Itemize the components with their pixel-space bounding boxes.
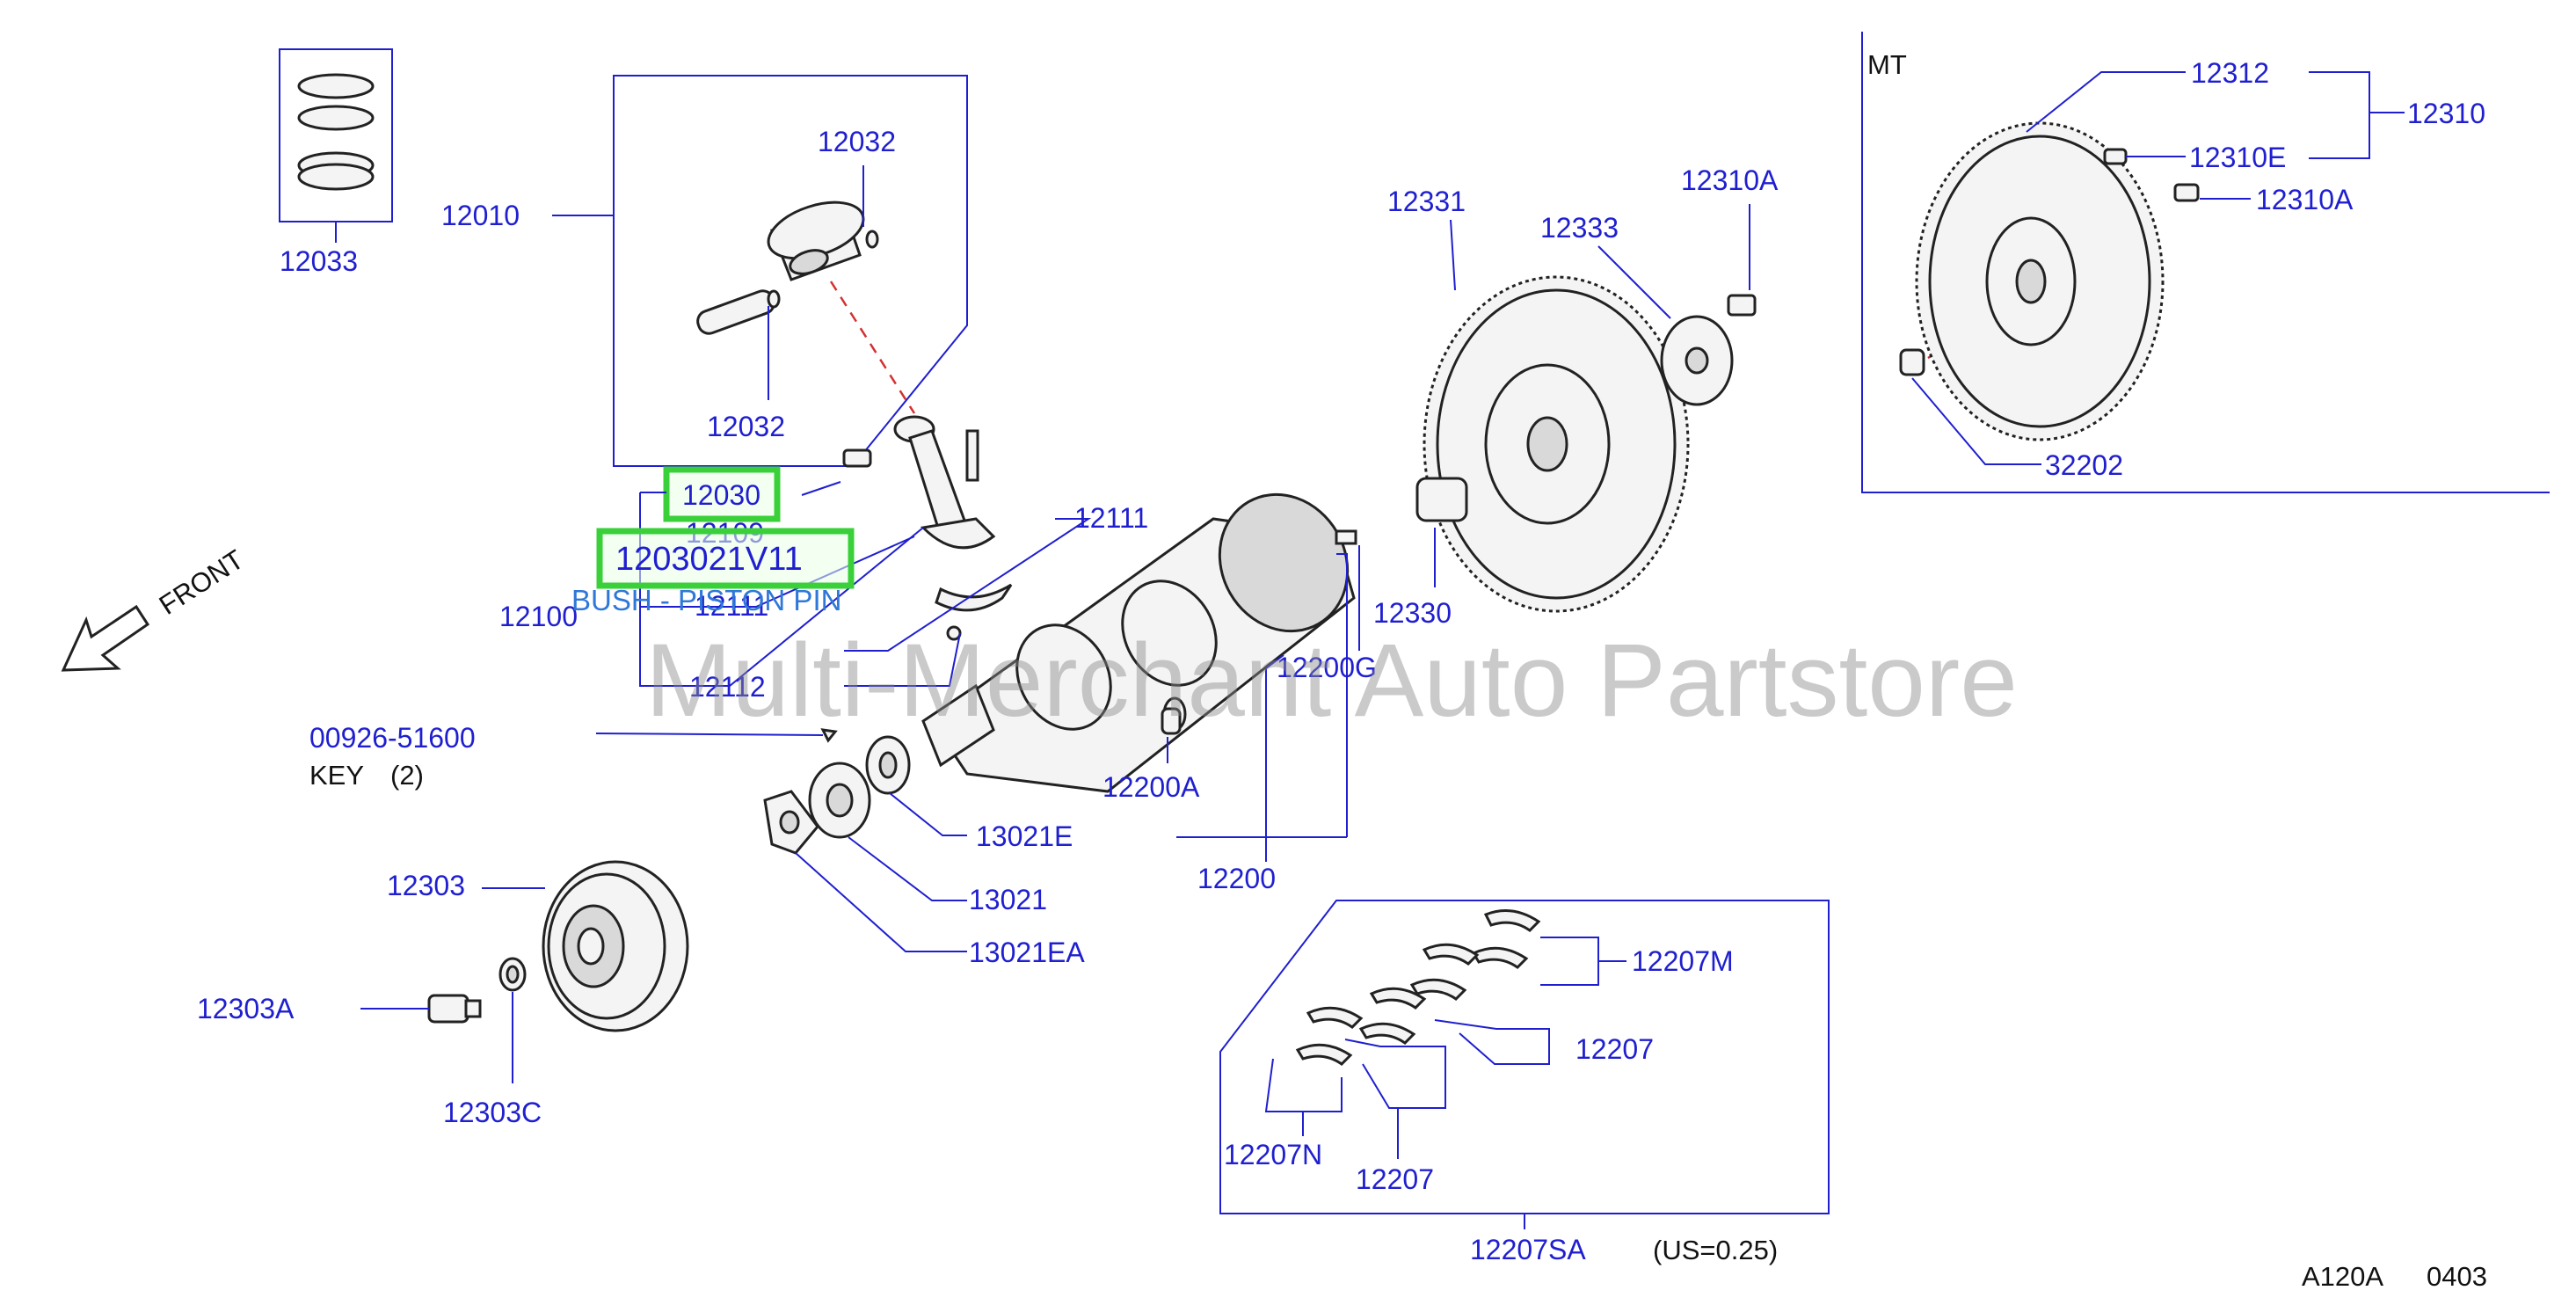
label-12200A[interactable]: 12200A bbox=[1102, 771, 1200, 803]
ref-num: 0403 bbox=[2427, 1261, 2487, 1292]
label-13021[interactable]: 13021 bbox=[969, 884, 1047, 915]
label-12100[interactable]: 12100 bbox=[499, 601, 578, 632]
label-12200G[interactable]: 12200G bbox=[1277, 652, 1377, 683]
piston-rings-drawing bbox=[297, 73, 375, 191]
crank-pulley-drawing bbox=[427, 860, 689, 1032]
label-12310[interactable]: 12310 bbox=[2407, 98, 2485, 129]
mt-frame bbox=[1861, 32, 2550, 493]
label-12032-top[interactable]: 12032 bbox=[818, 126, 896, 157]
label-12310A-mt[interactable]: 12310A bbox=[2256, 184, 2354, 215]
ref-code: A120A bbox=[2302, 1261, 2383, 1292]
label-12207SA[interactable]: 12207SA bbox=[1470, 1234, 1586, 1265]
label-13021E[interactable]: 13021E bbox=[976, 820, 1073, 852]
piston-drawing bbox=[696, 200, 879, 335]
piston-frame bbox=[613, 75, 968, 467]
label-12030[interactable]: 12030 bbox=[682, 479, 760, 511]
label-12207M[interactable]: 12207M bbox=[1632, 945, 1734, 977]
label-12303A[interactable]: 12303A bbox=[197, 993, 295, 1024]
leader-lines bbox=[335, 71, 2405, 1229]
mt-flywheel-drawing bbox=[1899, 121, 2200, 441]
label-12333[interactable]: 12333 bbox=[1540, 212, 1619, 244]
plug-drawing bbox=[1161, 707, 1182, 735]
main-bearings-drawing bbox=[1295, 909, 1541, 1066]
key-qty: (2) bbox=[390, 760, 424, 791]
front-arrow-icon bbox=[61, 604, 150, 672]
label-32202[interactable]: 32202 bbox=[2045, 449, 2123, 481]
highlight-box-12030 bbox=[663, 466, 781, 522]
label-12032-bottom[interactable]: 12032 bbox=[707, 411, 785, 442]
label-12303[interactable]: 12303 bbox=[387, 870, 465, 901]
highlight-partno[interactable]: 1203021V11 bbox=[615, 541, 803, 578]
label-12312[interactable]: 12312 bbox=[2191, 57, 2269, 89]
label-12010[interactable]: 12010 bbox=[441, 200, 520, 231]
label-12112[interactable]: 12112 bbox=[689, 671, 766, 703]
label-12111-overlap: 12111 bbox=[695, 590, 768, 622]
label-12310A[interactable]: 12310A bbox=[1681, 164, 1779, 196]
connecting-rod-drawing bbox=[842, 415, 1013, 641]
label-12207N[interactable]: 12207N bbox=[1224, 1139, 1322, 1170]
watermark: Multi-Merchant Auto Partstore bbox=[645, 623, 2018, 739]
label-12200[interactable]: 12200 bbox=[1197, 863, 1276, 894]
label-12303C[interactable]: 12303C bbox=[443, 1097, 542, 1128]
label-12033[interactable]: 12033 bbox=[280, 245, 358, 277]
key-label: KEY bbox=[309, 760, 364, 791]
highlight-description: BUSH - PISTON PIN bbox=[571, 584, 841, 616]
label-12310E[interactable]: 12310E bbox=[2189, 142, 2286, 173]
label-12330[interactable]: 12330 bbox=[1373, 597, 1452, 629]
label-13021EA[interactable]: 13021EA bbox=[969, 937, 1085, 968]
highlight-box-partno bbox=[596, 528, 855, 589]
crank-front-parts-drawing bbox=[763, 728, 911, 855]
label-12207-left[interactable]: 12207 bbox=[1356, 1163, 1434, 1195]
piston-axis-dash bbox=[829, 281, 916, 414]
us-note: (US=0.25) bbox=[1653, 1235, 1778, 1265]
label-00926-51600[interactable]: 00926-51600 bbox=[309, 722, 476, 754]
label-12111[interactable]: 12111 bbox=[1074, 502, 1148, 534]
label-12331[interactable]: 12331 bbox=[1387, 186, 1466, 217]
mt-label: MT bbox=[1867, 49, 1907, 80]
front-label: FRONT bbox=[154, 543, 250, 621]
drive-plate-drawing bbox=[1415, 275, 1757, 613]
label-12207-right[interactable]: 12207 bbox=[1575, 1033, 1654, 1065]
crankshaft-drawing bbox=[921, 492, 1357, 793]
